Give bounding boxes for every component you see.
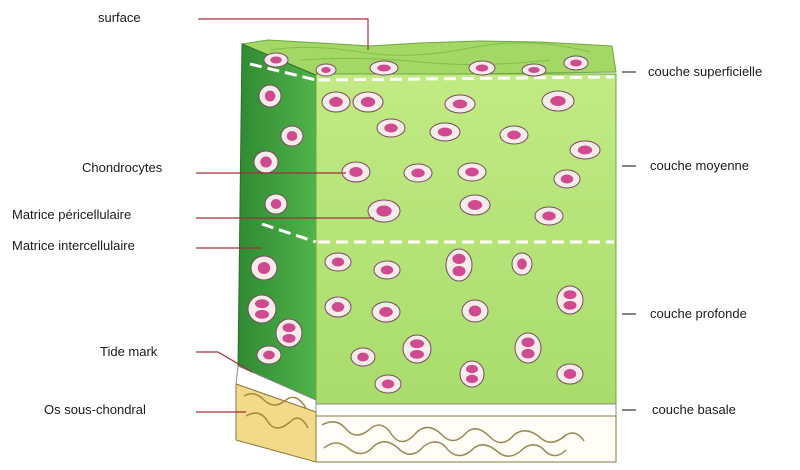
label-surface: surface [98, 10, 141, 26]
label-matrice-pericellulaire: Matrice péricellulaire [12, 207, 131, 223]
chondrocyte [342, 162, 370, 182]
label-couche-superficielle: couche superficielle [648, 64, 762, 80]
chondrocyte [316, 64, 336, 76]
label-os-sous-chondral: Os sous-chondral [44, 402, 146, 418]
chondrocyte [462, 300, 488, 322]
chondrocyte [325, 253, 351, 271]
chondrocyte [404, 164, 432, 182]
chondrocyte [515, 333, 541, 363]
chondrocyte [370, 61, 398, 75]
chondrocyte [500, 126, 528, 144]
chondrocyte [251, 256, 277, 280]
chondrocyte [554, 170, 580, 188]
chondrocyte [557, 364, 583, 384]
chondrocyte [248, 295, 276, 323]
chondrocyte [264, 53, 288, 67]
chondrocyte [469, 61, 495, 75]
chondrocyte [460, 195, 490, 215]
chondrocyte [512, 253, 532, 275]
chondrocyte [276, 319, 302, 347]
label-couche-profonde: couche profonde [650, 306, 747, 322]
chondrocyte [430, 123, 460, 141]
chondrocyte [259, 85, 281, 107]
chondrocyte [368, 200, 400, 222]
chondrocyte [403, 335, 431, 363]
chondrocyte [351, 348, 375, 366]
label-couche-basale: couche basale [652, 402, 736, 418]
chondrocyte [535, 207, 563, 225]
chondrocyte [375, 375, 401, 393]
chondrocyte [254, 151, 278, 173]
chondrocyte [353, 92, 383, 112]
chondrocyte [460, 361, 484, 387]
chondrocyte [522, 64, 546, 76]
chondrocyte [257, 346, 281, 364]
chondrocyte [458, 163, 486, 181]
chondrocyte [281, 126, 303, 146]
chondrocyte [557, 286, 583, 314]
chondrocyte [265, 194, 287, 214]
bone-front-face [316, 416, 616, 462]
label-matrice-intercellulaire: Matrice intercellulaire [12, 238, 135, 254]
chondrocyte [322, 92, 350, 112]
chondrocyte [564, 56, 588, 70]
chondrocyte [542, 91, 574, 111]
chondrocyte [570, 141, 600, 159]
chondrocyte [446, 249, 472, 281]
chondrocyte [325, 297, 351, 317]
label-chondrocytes: Chondrocytes [82, 160, 162, 176]
label-tide-mark: Tide mark [100, 344, 157, 360]
label-couche-moyenne: couche moyenne [650, 158, 749, 174]
chondrocyte [372, 302, 400, 322]
chondrocyte [377, 119, 405, 137]
chondrocyte [374, 261, 400, 279]
tide-mark-front [316, 404, 616, 416]
chondrocyte [445, 95, 475, 113]
